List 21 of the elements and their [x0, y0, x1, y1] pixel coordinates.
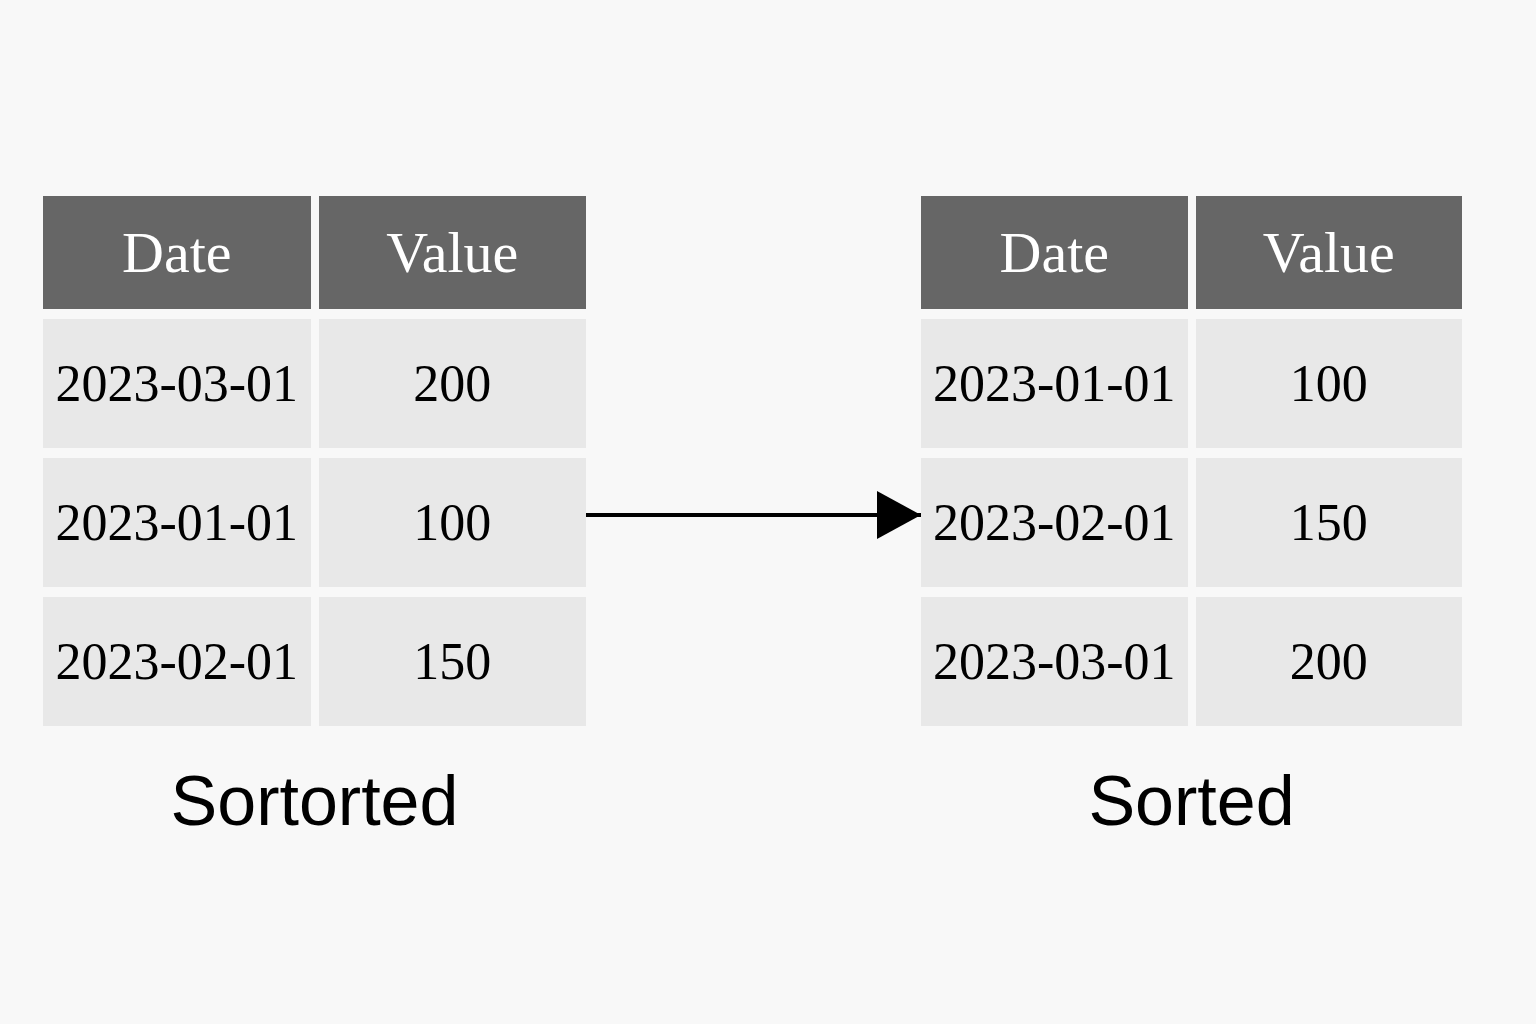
table-cell: 2023-02-01 — [921, 458, 1188, 587]
table-caption: Sortorted — [169, 766, 460, 836]
arrow — [586, 491, 921, 539]
table-cell: 2023-03-01 — [921, 597, 1188, 726]
header-cell: Date — [921, 196, 1188, 309]
table-cell: 2023-01-01 — [43, 458, 311, 587]
data-table — [921, 196, 1462, 726]
header-cell: Value — [318, 196, 586, 309]
table-cell: 100 — [1195, 319, 1462, 448]
table-cell: 100 — [318, 458, 586, 587]
table-cell: 2023-02-01 — [43, 597, 311, 726]
table-caption: Sorted — [1087, 766, 1296, 836]
header-cell: Value — [1195, 196, 1462, 309]
table-cell: 150 — [318, 597, 586, 726]
header-cell: Date — [43, 196, 311, 309]
table-cell: 150 — [1195, 458, 1462, 587]
data-table — [43, 196, 586, 726]
table-cell: 200 — [1195, 597, 1462, 726]
table-cell: 2023-01-01 — [921, 319, 1188, 448]
table-cell: 200 — [318, 319, 586, 448]
table-cell: 2023-03-01 — [43, 319, 311, 448]
